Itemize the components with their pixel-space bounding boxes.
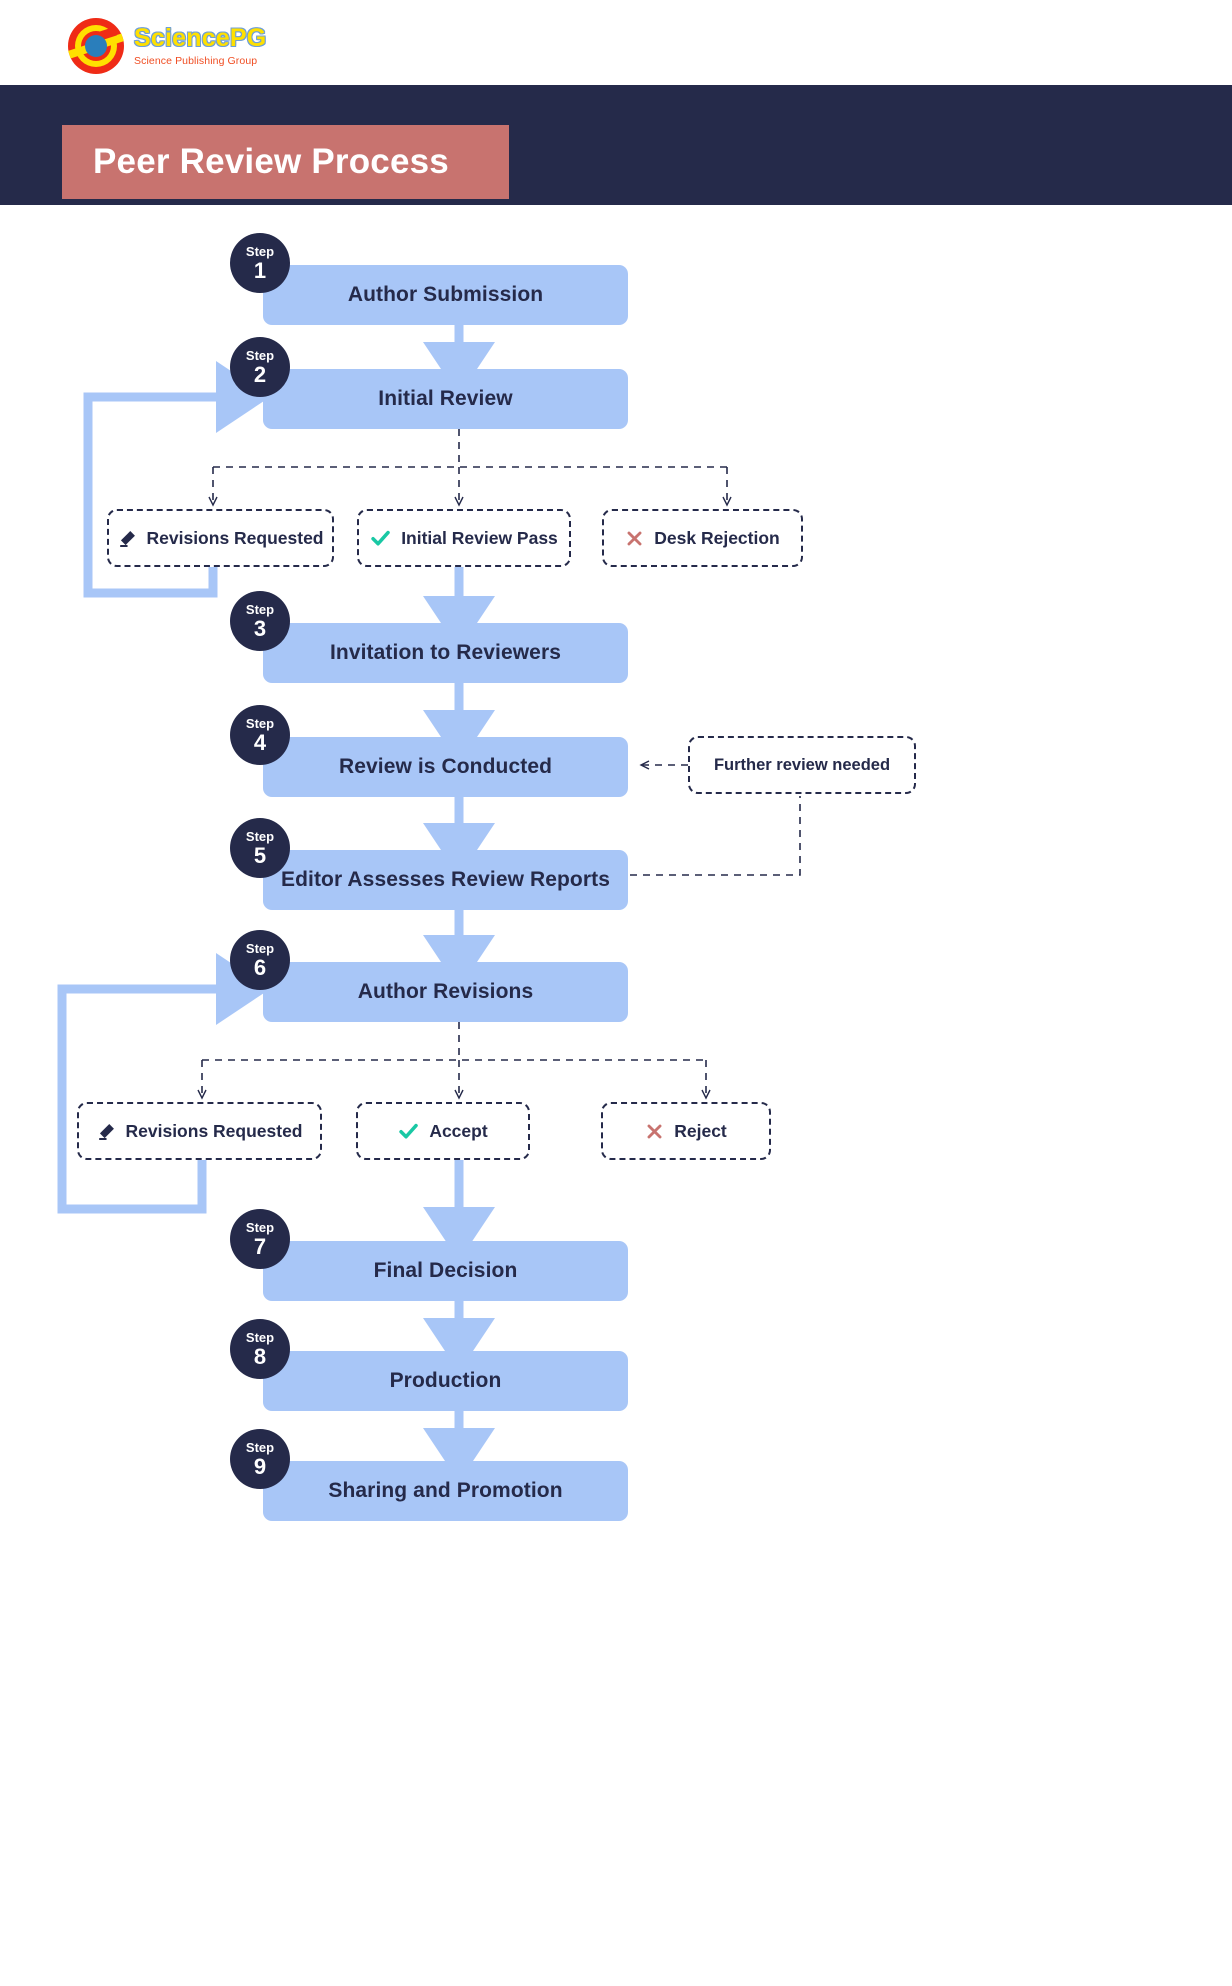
brand-name: SciencePG [134, 23, 267, 52]
step-badge-number: 8 [253, 1343, 267, 1369]
decision-accept[interactable]: Accept [356, 1102, 530, 1160]
pencil-icon [97, 1122, 116, 1141]
step-badge-5: Step 5 [230, 818, 290, 878]
step-node-label: Editor Assesses Review Reports [280, 868, 611, 891]
sciencepg-logo-icon [68, 18, 124, 74]
decision-initial-review-pass[interactable]: Initial Review Pass [357, 509, 571, 567]
decision-label: Revisions Requested [125, 1120, 303, 1141]
step-badge-label: Step [245, 940, 275, 956]
step-badge-label: Step [245, 1329, 275, 1345]
brand-tagline: Science Publishing Group [134, 54, 258, 67]
step-badge-number: 4 [253, 729, 267, 755]
step-badge-label: Step [245, 347, 275, 363]
flowchart-canvas: Step 1 Author Submission Step 2 Initial … [0, 205, 1232, 1986]
step-node-label: Invitation to Reviewers [329, 641, 562, 664]
step-node-5[interactable]: Editor Assesses Review Reports [263, 850, 628, 910]
step-badge-label: Step [245, 828, 275, 844]
decision-label: Revisions Requested [146, 527, 324, 548]
pencil-icon [118, 529, 137, 548]
step-node-2[interactable]: Initial Review [263, 369, 628, 429]
cross-icon [645, 1122, 664, 1141]
decision-label: Initial Review Pass [401, 527, 558, 548]
note-label: Further review needed [713, 755, 891, 774]
decision-label: Desk Rejection [654, 527, 780, 548]
step-badge-4: Step 4 [230, 705, 290, 765]
cross-icon [625, 529, 644, 548]
step-node-1[interactable]: Author Submission [263, 265, 628, 325]
step-node-label: Initial Review [378, 387, 513, 410]
step-node-9[interactable]: Sharing and Promotion [263, 1461, 628, 1521]
step-node-label: Author Submission [347, 283, 544, 306]
page-title: Peer Review Process [93, 142, 449, 181]
connector-layer [57, 325, 801, 1482]
step-badge-number: 7 [253, 1233, 267, 1259]
step-badge-number: 1 [253, 257, 267, 283]
step-badge-number: 5 [253, 842, 267, 868]
step-badge-7: Step 7 [230, 1209, 290, 1269]
decision-revisions-requested-2[interactable]: Revisions Requested [77, 1102, 322, 1160]
brand-logo[interactable]: SciencePG Science Publishing Group [68, 18, 266, 74]
step-badge-label: Step [245, 243, 275, 259]
decision-label: Reject [674, 1120, 727, 1141]
decision-desk-rejection[interactable]: Desk Rejection [602, 509, 803, 567]
step-node-label: Author Revisions [357, 980, 534, 1003]
note-further-review-needed[interactable]: Further review needed [688, 736, 916, 794]
step-node-label: Production [389, 1369, 502, 1392]
check-icon [370, 528, 391, 549]
step-badge-3: Step 3 [230, 591, 290, 651]
step-badge-number: 9 [253, 1453, 267, 1479]
step-node-6[interactable]: Author Revisions [263, 962, 628, 1022]
step-node-3[interactable]: Invitation to Reviewers [263, 623, 628, 683]
step-node-7[interactable]: Final Decision [263, 1241, 628, 1301]
decision-label: Accept [429, 1120, 488, 1141]
step-node-label: Sharing and Promotion [328, 1479, 563, 1502]
step-badge-label: Step [245, 1439, 275, 1455]
step-badge-2: Step 2 [230, 337, 290, 397]
step-node-label: Final Decision [373, 1259, 518, 1282]
step-node-8[interactable]: Production [263, 1351, 628, 1411]
decision-reject[interactable]: Reject [601, 1102, 771, 1160]
step-node-label: Review is Conducted [338, 755, 553, 778]
check-icon [398, 1121, 419, 1142]
step-badge-8: Step 8 [230, 1319, 290, 1379]
step-node-4[interactable]: Review is Conducted [263, 737, 628, 797]
step-badge-number: 2 [253, 361, 267, 387]
title-plate: Peer Review Process [62, 125, 509, 199]
step-badge-label: Step [245, 601, 275, 617]
step-badge-9: Step 9 [230, 1429, 290, 1489]
step-badge-label: Step [245, 1219, 275, 1235]
decision-revisions-requested-1[interactable]: Revisions Requested [107, 509, 334, 567]
step-badge-6: Step 6 [230, 930, 290, 990]
step-badge-label: Step [245, 715, 275, 731]
step-badge-1: Step 1 [230, 233, 290, 293]
step-badge-number: 3 [253, 615, 267, 641]
step-badge-number: 6 [253, 954, 267, 980]
